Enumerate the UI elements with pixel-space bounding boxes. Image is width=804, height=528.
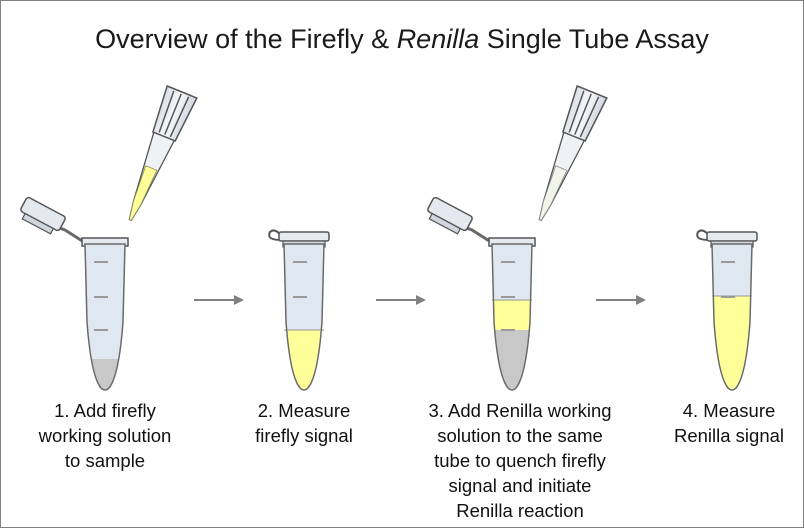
step-1-line-1: 1. Add firefly [54,400,156,421]
pipette-2-renilla-liquid [538,165,568,221]
tube-2 [268,229,330,391]
step-2-caption: 2. Measure firefly signal [229,398,379,448]
step-4-line-2: Renilla signal [673,425,785,446]
step-3-line-3: tube to quench firefly [434,450,606,471]
step-3-line-2: solution to the same [437,425,603,446]
step-1-line-3: to sample [64,450,146,471]
arrow-3 [596,295,646,305]
step-3-caption: 3. Add Renilla working solution to the s… [407,398,633,523]
pipette-1-firefly-liquid [128,165,158,221]
step-2-line-1: 2. Measure [257,400,351,421]
step-4-line-1: 4. Measure [682,400,776,421]
tube-3-firefly-liquid [492,300,532,330]
title-suffix: Single Tube Assay [479,24,709,54]
step-3-line-4: signal and initiate [448,475,592,496]
arrow-1 [194,295,244,305]
step-3-line-1: 3. Add Renilla working [428,400,612,421]
tube-2-closed-cap [278,231,330,242]
title-prefix: Overview of the Firefly & [95,24,397,54]
tube-4 [696,229,758,391]
pipette-1 [128,85,198,222]
step-2-line-2: firefly signal [255,425,353,446]
diagram-title: Overview of the Firefly & Renilla Single… [0,24,804,55]
tube-1-open-cap [20,196,66,235]
pipette-2 [538,85,608,222]
step-4-caption: 4. Measure Renilla signal [659,398,799,448]
tube-4-renilla-liquid [712,296,752,390]
tube-3-open-cap [427,196,473,235]
step-1-caption: 1. Add firefly working solution to sampl… [15,398,195,473]
tube-1 [20,196,129,391]
step-1-line-2: working solution [38,425,172,446]
tube-4-closed-cap [706,231,758,242]
step-3-line-5: Renilla reaction [456,500,584,521]
tube-1-sample-liquid [85,359,125,390]
title-italic: Renilla [396,24,480,54]
tube-3 [427,196,536,391]
arrow-2 [376,295,426,305]
